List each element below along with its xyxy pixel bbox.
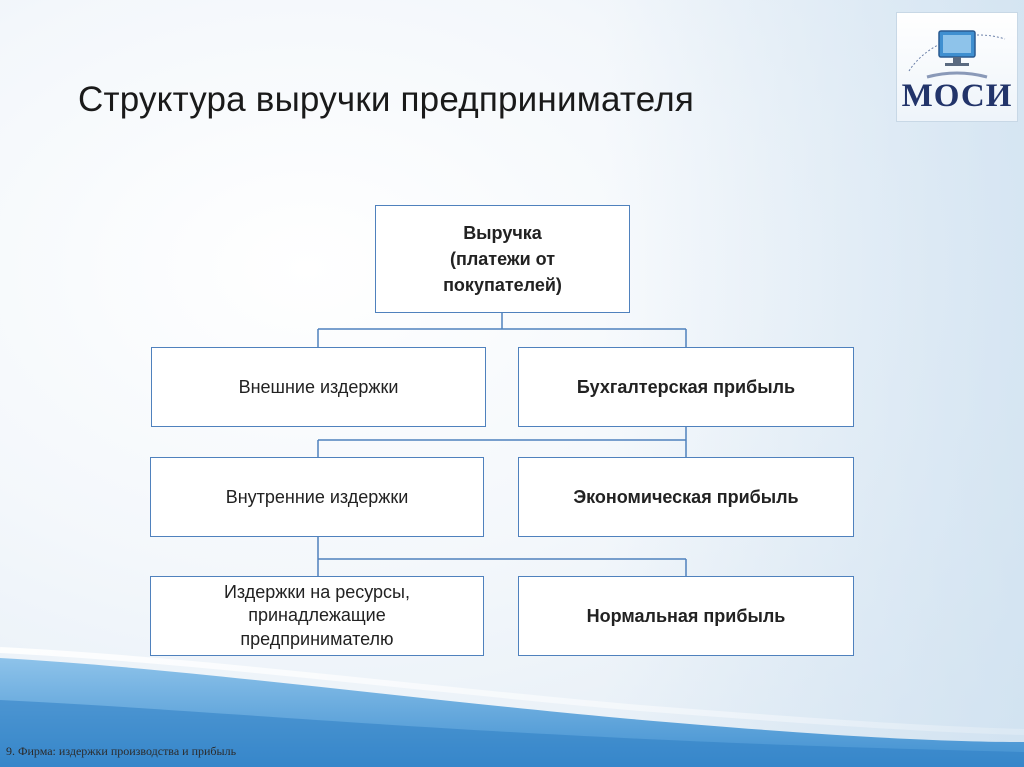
- computer-monitor-icon: [908, 30, 1006, 79]
- box-owner-resource-costs: Издержки на ресурсы, принадлежащие предп…: [150, 576, 484, 656]
- box-normal-profit: Нормальная прибыль: [518, 576, 854, 656]
- slide-footer: 9. Фирма: издержки производства и прибыл…: [6, 744, 237, 758]
- box-internal-costs: Внутренние издержки: [150, 457, 484, 537]
- logo-text: МОСИ: [901, 78, 1013, 114]
- box-external-costs: Внешние издержки: [151, 347, 486, 427]
- logo: МОСИ: [896, 12, 1018, 122]
- slide-title: Структура выручки предпринимателя: [78, 80, 694, 119]
- box-accounting-profit: Бухгалтерская прибыль: [518, 347, 854, 427]
- box-revenue: Выручка (платежи от покупателей): [375, 205, 630, 313]
- box-economic-profit: Экономическая прибыль: [518, 457, 854, 537]
